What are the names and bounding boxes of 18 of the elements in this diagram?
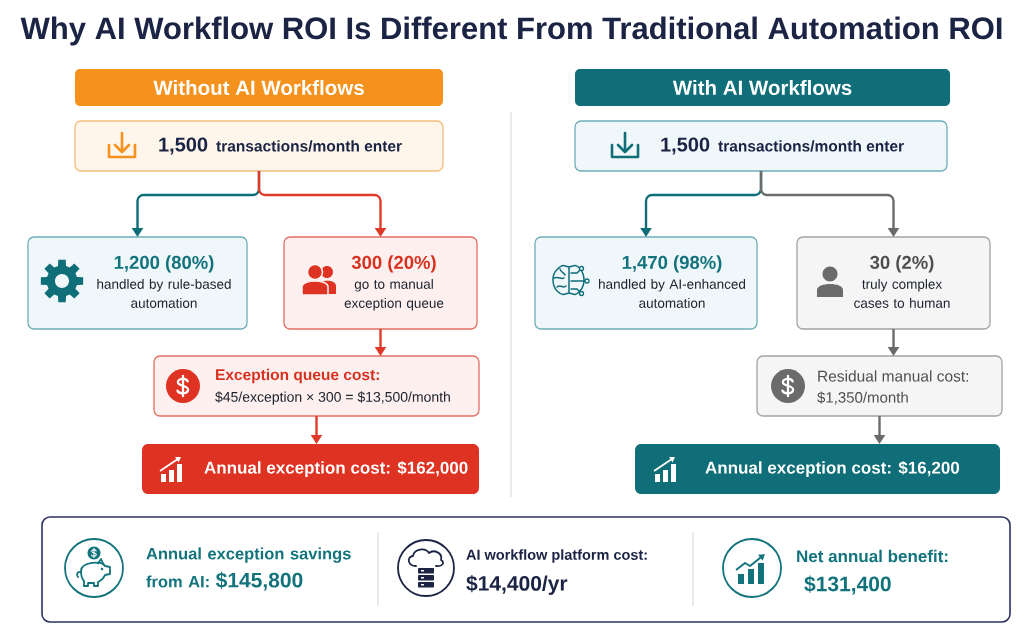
summary-text: Annual exception savings from AI: $145,800 — [146, 547, 351, 591]
flow-box: 300 (20%) go to manual exception queue — [283, 236, 478, 330]
summary-value: $131,400 — [804, 575, 891, 595]
flow-box: 1,500 transactions/month enter — [574, 120, 948, 172]
summary-label: AI workflow platform cost: — [466, 549, 647, 563]
header-band: Without AI Workflows — [75, 69, 443, 106]
flow-box: 1,500 transactions/month enter — [74, 120, 444, 172]
flow-box: 30 (2%) truly complex cases to human — [796, 236, 991, 330]
cost-box: Exception queue cost: $45/exception × 300 = $13,500/month — [153, 355, 480, 417]
summary-value: $14,400/yr — [466, 575, 568, 595]
summary-label: Net annual benefit: — [797, 549, 948, 563]
result-banner: Annual exception cost: $16,200 — [635, 444, 1000, 494]
header-band: With AI Workflows — [575, 69, 950, 106]
title: Why AI Workflow ROI Is Different From Traditional Automation ROI — [20, 16, 1002, 46]
cost-box: Residual manual cost: $1,350/month — [756, 355, 1003, 417]
result-banner: Annual exception cost: $162,000 — [142, 444, 479, 494]
flow-box: 1,470 (98%) handled by AI-enhanced automation — [534, 236, 758, 330]
flow-box: 1,200 (80%) handled by rule-based automation — [27, 236, 248, 330]
